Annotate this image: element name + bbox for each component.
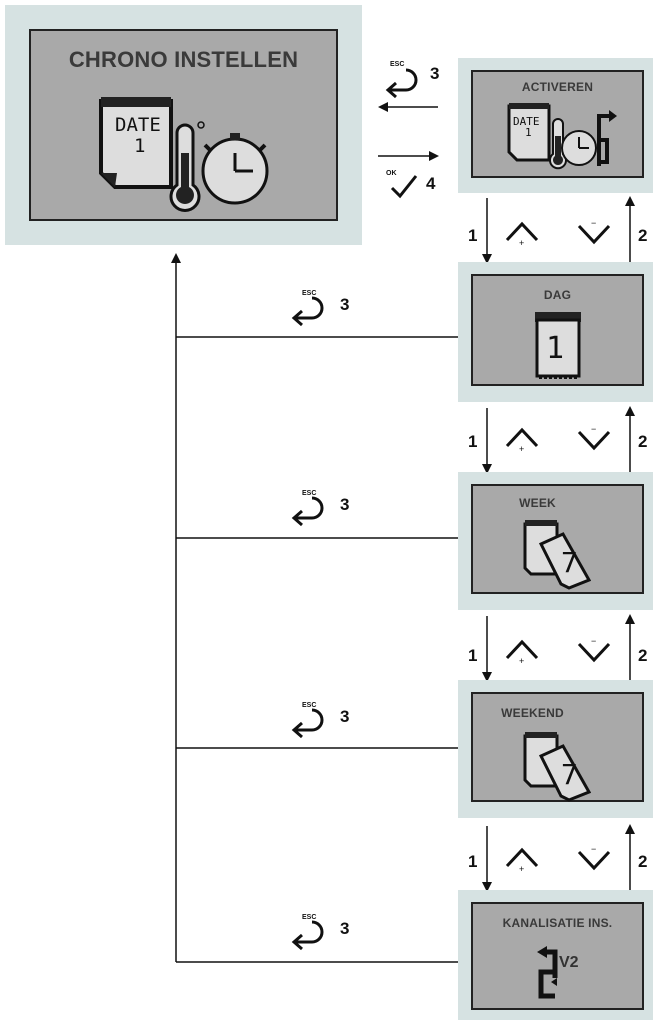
esc-return-icon (291, 296, 324, 327)
dag-calendar-value: 1 (546, 331, 565, 366)
esc-return-icon (291, 920, 324, 951)
esc-return-top[interactable]: ESC 3 (384, 60, 444, 100)
down-chevron-minus-icon[interactable]: − (576, 636, 612, 666)
week-screen-display: WEEK 7 (471, 484, 644, 594)
kanalisatie-screen-display: KANALISATIE INS. V2 (471, 902, 644, 1010)
minus-sign: − (591, 424, 596, 434)
ok-key-label: OK (386, 170, 397, 177)
up-chevron-plus-icon[interactable]: + (504, 844, 540, 874)
main-screen-frame: CHRONO INSTELLEN DATE 1 (5, 5, 362, 245)
esc-key-label: ESC (302, 702, 317, 709)
step-esc-number: 3 (340, 295, 350, 314)
step-down-number: 1 (468, 852, 478, 871)
esc-key-label: ESC (302, 914, 317, 921)
esc-key-label: ESC (390, 61, 405, 68)
calendar-icon (535, 312, 581, 379)
esc-return-weekend[interactable]: ESC 3 (288, 700, 358, 740)
step-down-number: 1 (468, 226, 478, 245)
kanalisatie-screen-frame[interactable]: KANALISATIE INS. V2 (458, 890, 653, 1020)
esc-return-kanalisatie[interactable]: ESC 3 (288, 912, 358, 952)
main-date-value: 1 (134, 135, 146, 157)
esc-key-label: ESC (302, 290, 317, 297)
multi-calendar-icon (523, 520, 591, 590)
activeren-screen-frame[interactable]: ACTIVEREN DATE 1 (458, 58, 653, 193)
dag-screen-frame[interactable]: DAG 1 (458, 262, 653, 402)
step-esc-number: 3 (340, 707, 350, 726)
minus-sign: − (591, 844, 596, 854)
main-screen-title: CHRONO INSTELLEN (68, 47, 299, 72)
calendar-thermometer-stopwatch-icon (99, 97, 269, 212)
main-screen-display: CHRONO INSTELLEN DATE 1 (29, 29, 338, 221)
minus-sign: − (591, 218, 596, 228)
esc-return-week[interactable]: ESC 3 (288, 488, 358, 528)
weekend-calendar-value: 7 (561, 758, 578, 791)
esc-return-icon (385, 68, 418, 99)
ok-check-icon (390, 175, 418, 199)
activeren-date-label: DATE (513, 115, 540, 128)
activeren-screen-display: ACTIVEREN DATE 1 (471, 70, 644, 178)
plus-sign: + (519, 444, 524, 454)
down-chevron-minus-icon[interactable]: − (576, 424, 612, 454)
down-chevron-minus-icon[interactable]: − (576, 218, 612, 248)
multi-calendar-icon (523, 732, 591, 802)
step-up-number: 2 (638, 226, 648, 245)
activeren-date-value: 1 (525, 126, 532, 139)
step-esc-number: 3 (340, 919, 350, 938)
main-date-label: DATE (115, 114, 161, 136)
up-chevron-plus-icon[interactable]: + (504, 218, 540, 248)
step-up-number: 2 (638, 432, 648, 451)
step-down-number: 1 (468, 432, 478, 451)
esc-return-dag[interactable]: ESC 3 (288, 288, 358, 328)
activeren-title: ACTIVEREN (521, 80, 594, 94)
step-ok-number: 4 (426, 174, 436, 193)
down-chevron-minus-icon[interactable]: − (576, 844, 612, 874)
week-screen-frame[interactable]: WEEK 7 (458, 472, 653, 610)
ok-confirm-top[interactable]: OK 4 (384, 170, 444, 200)
up-chevron-plus-icon[interactable]: + (504, 636, 540, 666)
esc-key-label: ESC (302, 490, 317, 497)
plus-sign: + (519, 864, 524, 874)
dag-title: DAG (543, 288, 572, 302)
minus-sign: − (591, 636, 596, 646)
step-up-number: 2 (638, 646, 648, 665)
esc-return-icon (291, 708, 324, 739)
plus-sign: + (519, 238, 524, 248)
step-esc-number: 3 (340, 495, 350, 514)
up-chevron-plus-icon[interactable]: + (504, 424, 540, 454)
plus-sign: + (519, 656, 524, 666)
dag-screen-display: DAG 1 (471, 274, 644, 386)
step-down-number: 1 (468, 646, 478, 665)
kanalisatie-title: KANALISATIE INS. (502, 916, 613, 930)
weekend-screen-frame[interactable]: WEEKEND 7 (458, 680, 653, 818)
activeren-icon (507, 103, 617, 170)
channel-icon (537, 946, 558, 999)
step-esc-number: 3 (430, 64, 440, 83)
kanalisatie-channel-label: V2 (559, 954, 579, 971)
weekend-title: WEEKEND (501, 706, 564, 720)
weekend-screen-display: WEEKEND 7 (471, 692, 644, 802)
week-calendar-value: 7 (561, 546, 578, 579)
esc-return-icon (291, 496, 324, 527)
week-title: WEEK (519, 496, 556, 510)
step-up-number: 2 (638, 852, 648, 871)
